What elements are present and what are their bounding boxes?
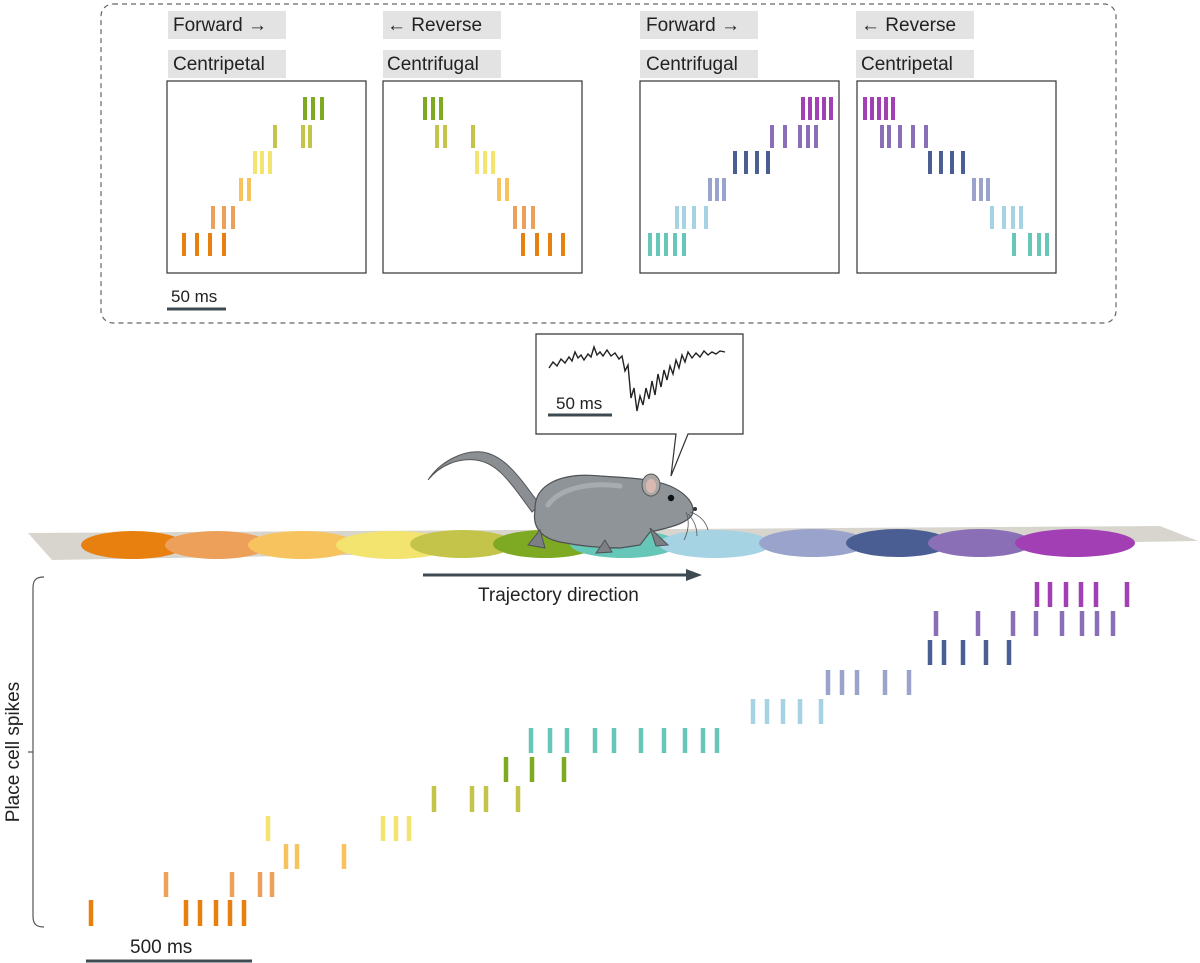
replay-label-backgrounds (168, 11, 974, 78)
place-field-2 (165, 531, 269, 559)
raster-spikes (88, 582, 1130, 926)
replay-panel-box (100, 3, 1117, 324)
place-field-12 (1015, 529, 1135, 557)
raster-row-9 (825, 670, 912, 695)
panel-2-direction: ← Reverse (387, 15, 482, 36)
place-fields (81, 529, 1135, 559)
replay-scale-label: 50 ms (171, 287, 217, 306)
raster-row-1 (88, 900, 247, 926)
raster-row-4 (265, 816, 412, 841)
raster-row-5 (431, 786, 521, 812)
place-field-9 (759, 529, 867, 557)
replay-panel-frames (166, 80, 1057, 274)
time-scale-label: 500 ms (130, 937, 192, 958)
panel-2-type: Centrifugal (387, 54, 479, 75)
bracket-icon (32, 576, 45, 928)
lfp-trace (548, 344, 726, 412)
raster-row-11 (933, 611, 1116, 636)
place-field-8 (659, 530, 771, 558)
raster-row-3 (283, 844, 347, 869)
panel-1-direction: Forward → (173, 15, 267, 36)
raster-row-2 (163, 872, 275, 897)
trajectory-label: Trajectory direction (478, 585, 639, 606)
raster-row-10 (927, 640, 1012, 665)
panel-3-type: Centrifugal (646, 54, 738, 75)
raster-row-7 (528, 728, 720, 753)
place-field-1 (81, 531, 185, 559)
raster-row-12 (1034, 582, 1130, 607)
panel-4-type: Centripetal (861, 54, 953, 75)
place-field-10 (846, 529, 950, 557)
rat-icon (427, 451, 709, 554)
place-field-3 (248, 531, 356, 559)
panel-4-direction: ← Reverse (861, 15, 956, 36)
panel-4-spikes (863, 97, 1049, 256)
panel-3-spikes (648, 97, 833, 256)
panel-1-spikes (182, 97, 324, 256)
place-field-5 (410, 530, 514, 558)
lfp-callout: 50 ms (535, 333, 744, 477)
panel-1-type: Centripetal (173, 54, 265, 75)
raster-row-8 (750, 699, 824, 724)
lfp-scale-label: 50 ms (556, 394, 602, 413)
panel-2-spikes (423, 97, 565, 256)
panel-3-direction: Forward → (646, 15, 740, 36)
y-axis-label: Place cell spikes (3, 682, 24, 822)
raster-row-6 (503, 757, 567, 782)
place-field-11 (928, 529, 1032, 557)
arrow-right-icon (423, 569, 702, 581)
